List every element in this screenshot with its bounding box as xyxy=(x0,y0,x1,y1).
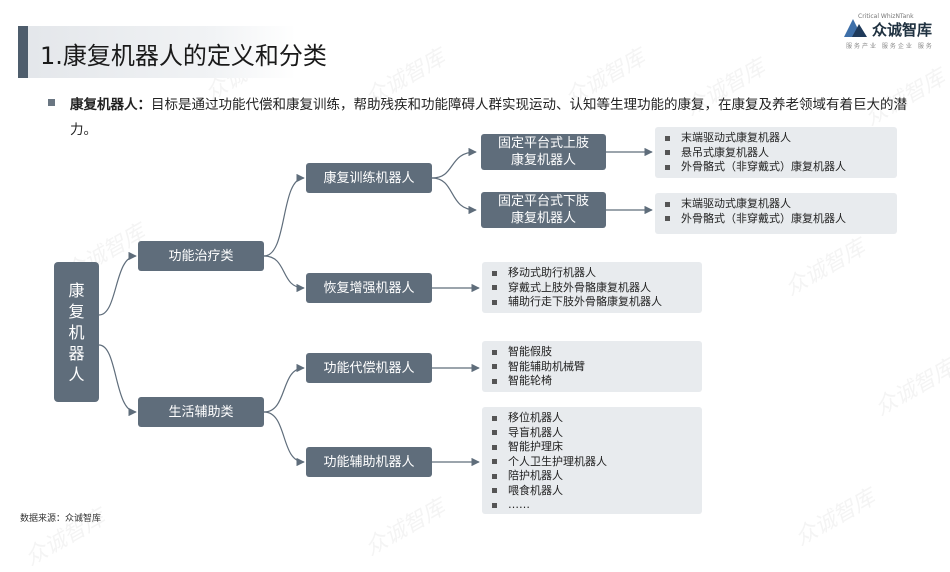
node-lower-limb-platform: 固定平台式下肢 康复机器人 xyxy=(481,192,606,228)
page-title: 1.康复机器人的定义和分类 xyxy=(40,42,327,70)
node-rehab-training: 康复训练机器人 xyxy=(306,163,432,193)
list-item: 外骨骼式（非穿戴式）康复机器人 xyxy=(665,212,897,227)
list-item: 喂食机器人 xyxy=(492,484,702,499)
intro-text: 目标是通过功能代偿和康复训练，帮助残疾和功能障碍人群实现运动、认知等生理功能的康… xyxy=(70,97,907,138)
connector-therapy-training xyxy=(263,173,305,257)
list-item: 智能辅助机械臂 xyxy=(492,360,702,375)
logo-slogan: 服务产业 服务企业 服务 xyxy=(846,43,934,50)
node-life-assistance: 生活辅助类 xyxy=(138,397,264,427)
list-item: 智能护理床 xyxy=(492,440,702,455)
node-function-compensate: 功能代偿机器人 xyxy=(306,353,432,383)
node-functional-therapy: 功能治疗类 xyxy=(138,241,264,271)
node-recovery-enhance: 恢复增强机器人 xyxy=(306,273,432,303)
node-upper-limb-platform: 固定平台式上肢 康复机器人 xyxy=(481,134,606,170)
title-bar-background xyxy=(18,26,296,78)
list-item: 陪护机器人 xyxy=(492,469,702,484)
list-item: 智能轮椅 xyxy=(492,374,702,389)
intro-bullet xyxy=(48,99,55,106)
node-function-assist: 功能辅助机器人 xyxy=(306,447,432,477)
list-upper-limb: 末端驱动式康复机器人悬吊式康复机器人外骨骼式（非穿戴式）康复机器人 xyxy=(655,127,897,178)
list-item: 悬吊式康复机器人 xyxy=(665,146,897,161)
brand-logo: Critical WhizNTank 众诚智库 服务产业 服务企业 服务 xyxy=(838,12,940,52)
connector-life-assist xyxy=(263,411,305,467)
list-item: 末端驱动式康复机器人 xyxy=(665,131,897,146)
list-item: 外骨骼式（非穿戴式）康复机器人 xyxy=(665,160,897,175)
triangle-logo-icon xyxy=(844,19,867,37)
list-item: 辅助行走下肢外骨骼康复机器人 xyxy=(492,295,702,310)
list-item: 移位机器人 xyxy=(492,411,702,426)
data-source: 数据来源：众诚智库 xyxy=(20,514,102,524)
connector-therapy-enhance xyxy=(263,255,305,293)
list-item: 导盲机器人 xyxy=(492,426,702,441)
root-node: 康复机器人 xyxy=(54,262,99,402)
title-accent-bar xyxy=(18,26,28,78)
list-item: 移动式助行机器人 xyxy=(492,266,702,281)
list-item: 个人卫生护理机器人 xyxy=(492,455,702,470)
list-item: 智能假肢 xyxy=(492,345,702,360)
logo-english: Critical WhizNTank xyxy=(858,13,914,20)
list-lower-limb: 末端驱动式康复机器人外骨骼式（非穿戴式）康复机器人 xyxy=(655,193,897,234)
connector-life-compensate xyxy=(263,363,305,413)
intro-paragraph: 康复机器人：目标是通过功能代偿和康复训练，帮助残疾和功能障碍人群实现运动、认知等… xyxy=(70,93,910,143)
connector-lines xyxy=(98,147,653,467)
intro-term: 康复机器人： xyxy=(70,97,151,113)
list-recovery-enhance: 移动式助行机器人穿戴式上肢外骨骼康复机器人辅助行走下肢外骨骼康复机器人 xyxy=(482,262,702,313)
logo-name: 众诚智库 xyxy=(872,21,933,39)
list-item: …… xyxy=(492,498,702,513)
connector-root-therapy xyxy=(98,251,137,316)
list-function-assist: 移位机器人导盲机器人智能护理床个人卫生护理机器人陪护机器人喂食机器人…… xyxy=(482,407,702,514)
list-item: 末端驱动式康复机器人 xyxy=(665,197,897,212)
list-item: 穿戴式上肢外骨骼康复机器人 xyxy=(492,281,702,296)
connector-training-upper xyxy=(431,147,477,179)
connector-training-lower xyxy=(431,177,477,215)
list-function-compensate: 智能假肢智能辅助机械臂智能轮椅 xyxy=(482,341,702,392)
connector-root-life xyxy=(98,344,137,417)
